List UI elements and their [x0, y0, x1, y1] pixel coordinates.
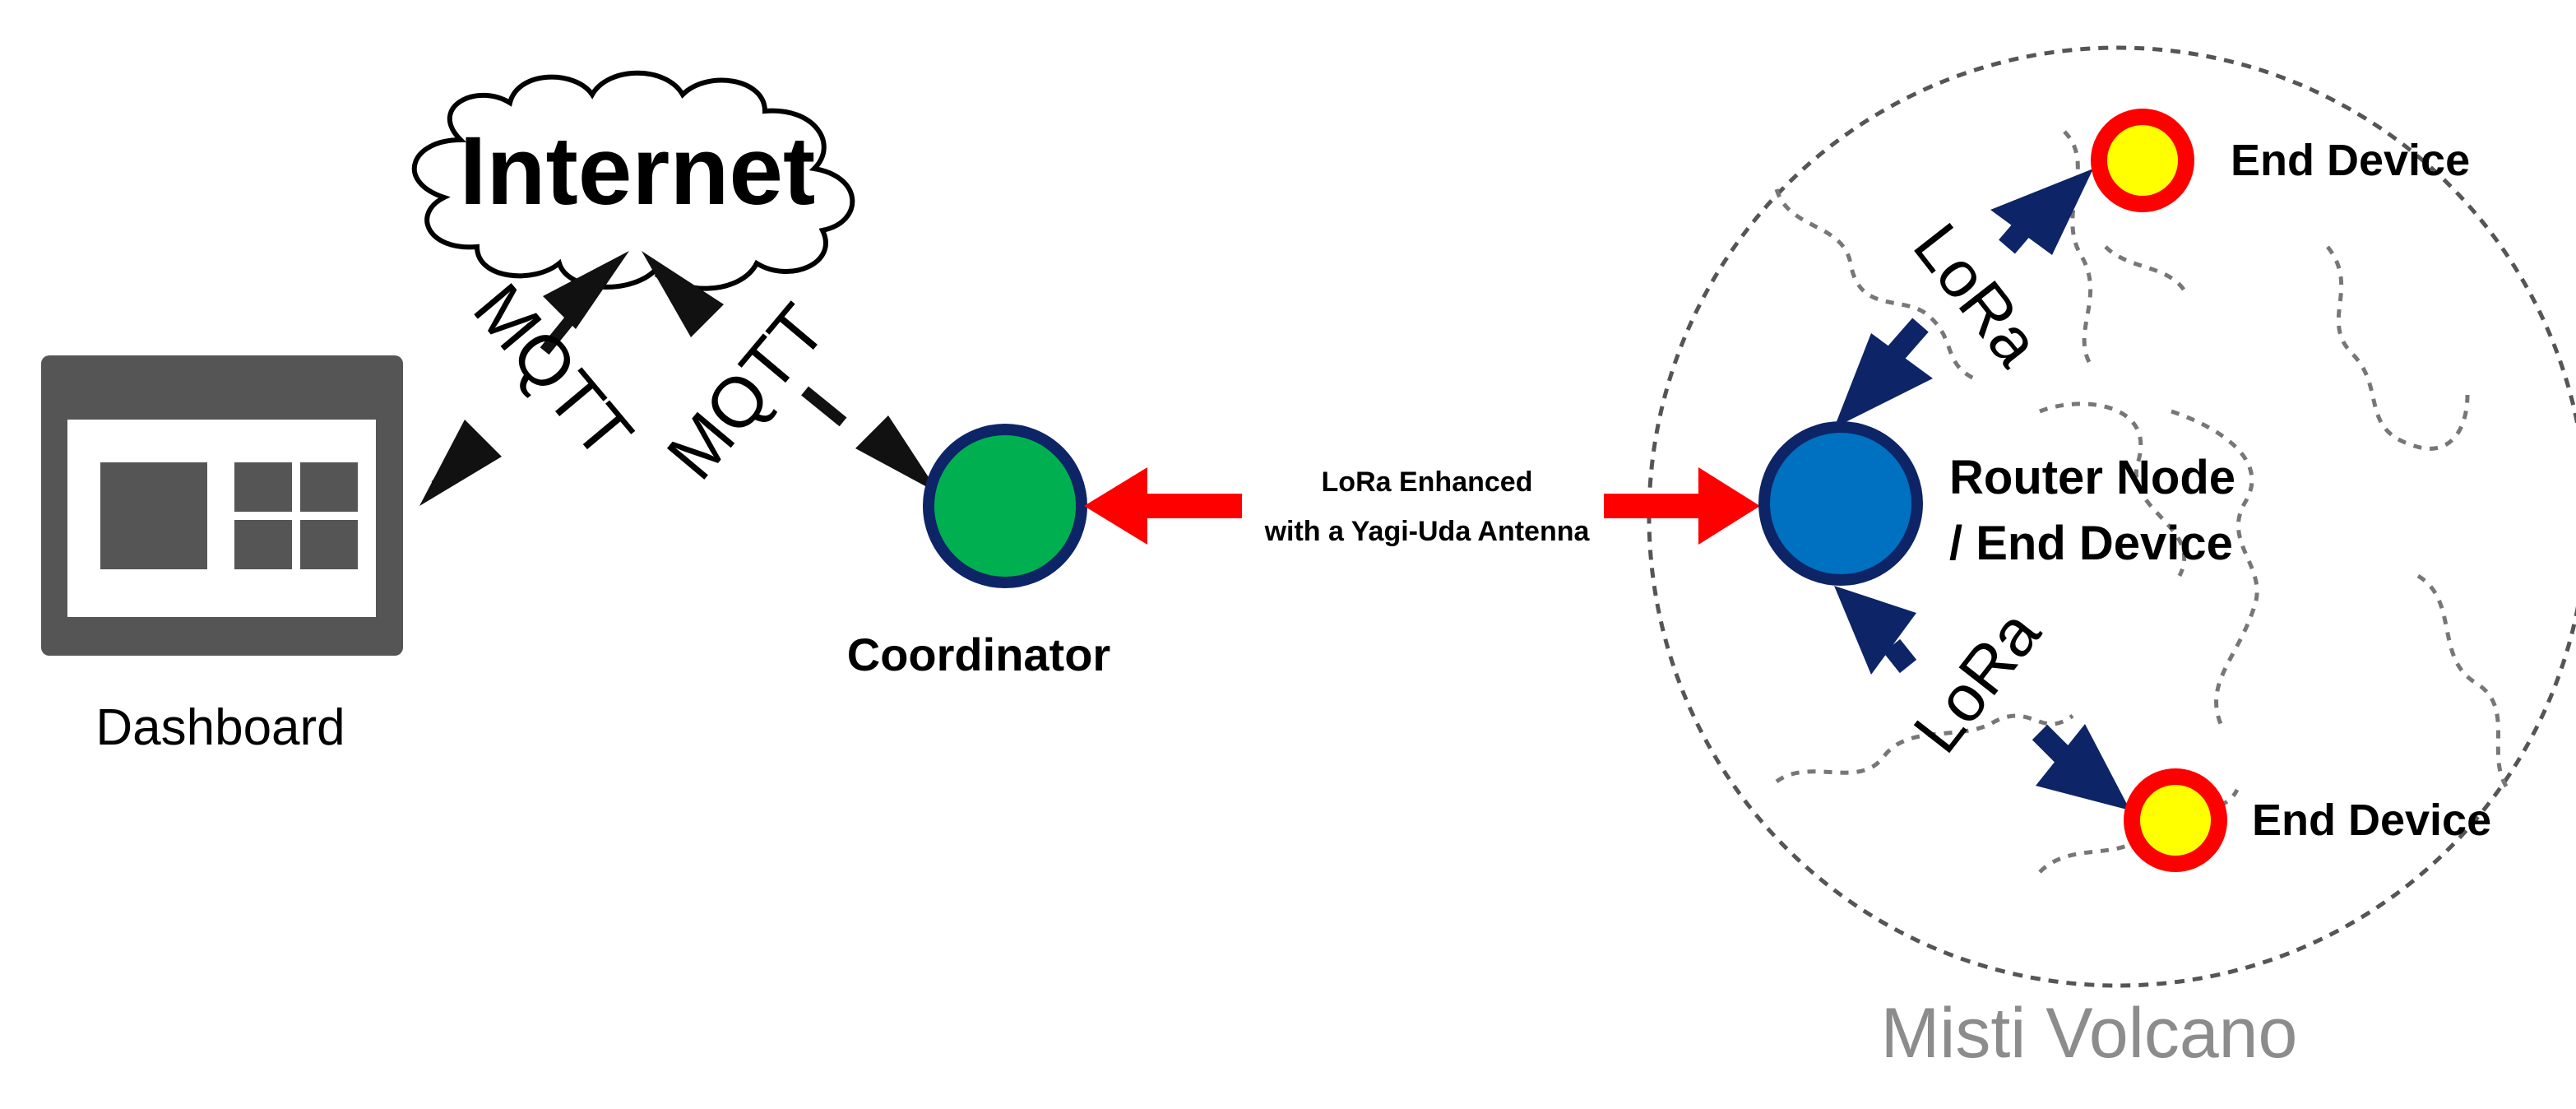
router-label-1: Router Node	[1949, 451, 2235, 504]
lora-lower-label: LoRa	[1899, 596, 2054, 766]
lora-arrow-upper	[1834, 169, 2093, 428]
dashboard-label: Dashboard	[95, 699, 345, 756]
end-device-top-label: End Device	[2231, 136, 2470, 185]
dashboard-icon	[41, 355, 403, 656]
volcano-region: Misti Volcano	[1647, 45, 2576, 1073]
lora-enhanced-label-1: LoRa Enhanced	[1322, 466, 1533, 498]
lora-enhanced-label-2: with a Yagi-Uda Antenna	[1264, 516, 1591, 547]
internet-cloud: Internet	[411, 70, 855, 291]
router-node	[1758, 421, 1923, 586]
internet-label: Internet	[460, 117, 816, 225]
end-device-top-node	[2091, 109, 2194, 212]
coordinator-node	[923, 424, 1087, 588]
coordinator-label: Coordinator	[847, 629, 1110, 680]
region-label: Misti Volcano	[1881, 994, 2298, 1073]
lora-enhanced-link	[1084, 467, 1760, 545]
end-device-bottom-node	[2124, 768, 2227, 872]
router-label-2: / End Device	[1949, 517, 2233, 570]
mqtt-arrow-left	[419, 251, 629, 506]
mqtt-arrow-right	[642, 251, 939, 494]
end-device-bottom-label: End Device	[2252, 796, 2491, 845]
lora-arrow-lower	[1834, 586, 2130, 810]
